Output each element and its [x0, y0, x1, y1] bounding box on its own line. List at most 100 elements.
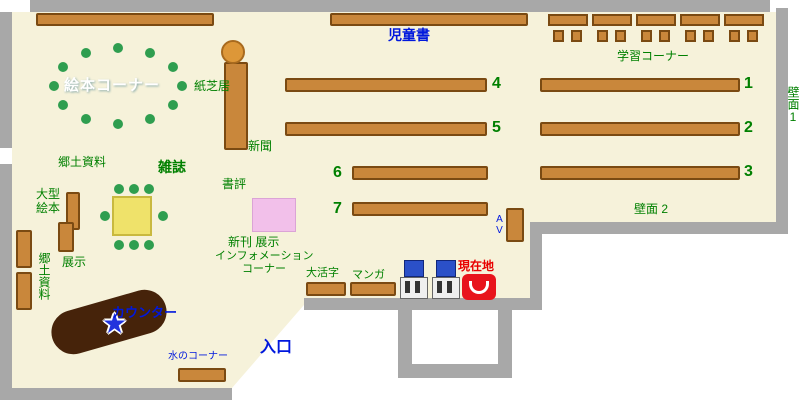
- carrel-desk: [724, 14, 764, 26]
- carrel-seat: [571, 30, 582, 42]
- current-location-icon: [469, 281, 489, 294]
- label-manga: マンガ: [352, 269, 385, 281]
- wall-right: [776, 8, 788, 234]
- wall-left-lower: [0, 164, 12, 388]
- chair-dot: [145, 114, 155, 124]
- counter-star-icon: ★: [102, 308, 128, 339]
- study-carrel: [636, 14, 676, 46]
- label-picture-book-corner: 絵本コーナー: [64, 77, 161, 94]
- chair-dot: [144, 240, 154, 250]
- terminal-slot: [437, 281, 442, 293]
- chair-dot: [113, 43, 123, 53]
- round-table: [221, 40, 245, 64]
- carrel-seat: [553, 30, 564, 42]
- wall-top: [30, 0, 770, 12]
- label-study-corner: 学習コーナー: [617, 49, 690, 63]
- label-exhibit: 展示: [62, 255, 87, 269]
- wall-stairwell-right: [498, 310, 512, 378]
- shelf-av: [506, 208, 524, 242]
- current-location-marker: [462, 274, 496, 300]
- label-local-materials-side: 郷土資料: [37, 252, 51, 300]
- chair-dot: [114, 184, 124, 194]
- carrel-desk: [636, 14, 676, 26]
- chair-dot: [58, 100, 68, 110]
- carrel-seat: [615, 30, 626, 42]
- shelf-manga: [350, 282, 396, 296]
- wall-corridor-vertical: [530, 234, 542, 310]
- shelf-row-1: [540, 78, 740, 92]
- label-large-print: 大活字: [306, 267, 339, 279]
- chair-dot: [49, 81, 59, 91]
- terminal-slot: [447, 281, 452, 293]
- label-local-materials: 郷土資料: [58, 155, 107, 169]
- carrel-seat: [641, 30, 652, 42]
- label-magazines: 雑誌: [158, 159, 186, 175]
- label-wall-face-2: 壁面 2: [634, 202, 669, 216]
- chair-dot: [168, 62, 178, 72]
- shelf-row-7: [352, 202, 488, 216]
- wall-face-2-wall: [530, 222, 788, 234]
- label-large-picture-books-line1: 大型: [36, 187, 61, 201]
- carrel-seat: [747, 30, 758, 42]
- carrel-desk: [592, 14, 632, 26]
- study-carrel: [724, 14, 764, 46]
- carrel-seat: [659, 30, 670, 42]
- label-current-location: 現在地: [458, 259, 495, 273]
- chair-dot: [158, 211, 168, 221]
- shelf-number-3: 3: [744, 163, 753, 180]
- label-av: AV: [494, 214, 505, 236]
- terminal-screen: [404, 260, 424, 277]
- shelf-exhibit: [58, 222, 74, 252]
- carrel-seat: [685, 30, 696, 42]
- shelf-row-4: [285, 78, 487, 92]
- terminal-slot: [415, 281, 420, 293]
- wall-left-upper: [0, 12, 12, 148]
- shelf-local-materials-1: [16, 230, 32, 268]
- shelf-number-7: 7: [333, 200, 342, 217]
- label-entrance: 入口: [260, 339, 293, 356]
- wall-stairwell-left: [398, 310, 412, 378]
- chair-dot: [144, 184, 154, 194]
- label-wall-face-1: 壁面1: [786, 86, 800, 124]
- chair-dot: [177, 81, 187, 91]
- opac-terminal: [400, 260, 428, 299]
- shelf-local-materials-2: [16, 272, 32, 310]
- shelf-row-3: [540, 166, 740, 180]
- label-water-corner: 水のコーナー: [168, 351, 228, 362]
- shelf-kamishibai: [224, 62, 248, 150]
- shelf-number-4: 4: [492, 75, 501, 92]
- chair-dot: [168, 100, 178, 110]
- carrel-seat: [729, 30, 740, 42]
- chair-dot: [58, 62, 68, 72]
- label-information-line2: コーナー: [242, 263, 286, 275]
- chair-dot: [114, 240, 124, 250]
- label-new-arrivals-exhibit: 新刊 展示: [228, 235, 280, 249]
- shelf-large-print: [306, 282, 346, 296]
- shelf-number-1: 1: [744, 75, 753, 92]
- terminal-slot: [405, 281, 410, 293]
- shelf-top-left-wall: [36, 13, 214, 26]
- chair-dot: [81, 48, 91, 58]
- chair-dot: [129, 240, 139, 250]
- chair-dot: [81, 114, 91, 124]
- shelf-children-books: [330, 13, 528, 26]
- label-children-books: 児童書: [388, 27, 430, 43]
- chair-dot: [145, 48, 155, 58]
- wall-corridor-horizontal: [304, 298, 542, 310]
- label-book-review: 書評: [222, 177, 247, 191]
- shelf-number-6: 6: [333, 164, 342, 181]
- label-counter: カウンター: [112, 305, 178, 320]
- study-carrel: [592, 14, 632, 46]
- study-carrel: [680, 14, 720, 46]
- label-kamishibai: 紙芝居: [194, 79, 231, 93]
- carrel-desk: [548, 14, 588, 26]
- new-arrivals-display-table: [252, 198, 296, 232]
- shelf-row-6: [352, 166, 488, 180]
- study-carrel: [548, 14, 588, 46]
- carrel-seat: [703, 30, 714, 42]
- terminal-screen: [436, 260, 456, 277]
- opac-terminal: [432, 260, 460, 299]
- shelf-number-5: 5: [492, 119, 501, 136]
- shelf-row-5: [285, 122, 487, 136]
